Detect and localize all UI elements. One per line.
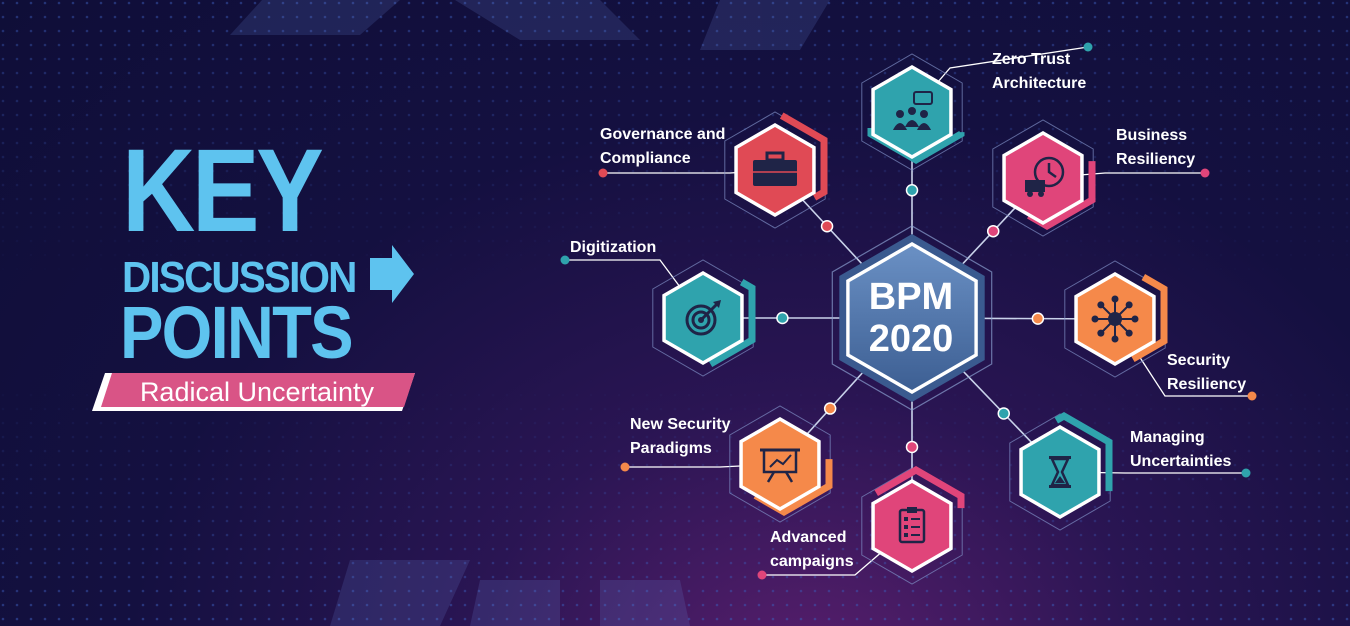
label-governance: Governance and Compliance: [600, 126, 726, 167]
hourglass-icon: [1049, 456, 1071, 488]
node-network-hub: [1064, 258, 1168, 378]
label-business-resiliency: Business Resiliency: [1116, 127, 1196, 168]
target-icon: [685, 300, 721, 336]
node-clipboard-checklist: [861, 465, 965, 585]
subtitle-banner: [101, 373, 415, 407]
delivery-truck-clock-icon: [1025, 156, 1065, 197]
team-chat-icon: [893, 91, 933, 130]
label-zero-trust: Zero Trust Architecture: [992, 51, 1087, 92]
title-points: POINTS: [120, 291, 354, 374]
presentation-board-icon: [760, 448, 800, 483]
hub-diagram: [560, 42, 1257, 585]
node-target: [652, 257, 756, 377]
subtitle: Radical Uncertainty: [139, 377, 375, 407]
clipboard-checklist-icon: [898, 507, 926, 544]
label-managing-uncertainties: Managing Uncertainties: [1130, 429, 1232, 470]
title-discussion: DISCUSSION: [122, 253, 357, 302]
node-team-chat: [861, 51, 965, 171]
arrow-icon: [370, 245, 414, 303]
label-advanced-campaigns: Advanced campaigns: [770, 529, 854, 570]
decor-panels: [230, 0, 830, 626]
node-delivery-truck-clock: [992, 117, 1096, 237]
label-security-resiliency: Security Resiliency: [1167, 352, 1247, 393]
hub-label: BPM 2020: [868, 276, 954, 360]
title-key: KEY: [122, 125, 324, 257]
label-new-security: New Security Paradigms: [630, 416, 731, 457]
label-digitization: Digitization: [570, 239, 657, 256]
network-hub-icon: [1091, 295, 1139, 343]
node-briefcase: [724, 109, 828, 229]
briefcase-icon: [753, 151, 797, 186]
node-presentation-board: [729, 403, 833, 523]
node-hourglass: [1009, 411, 1113, 531]
